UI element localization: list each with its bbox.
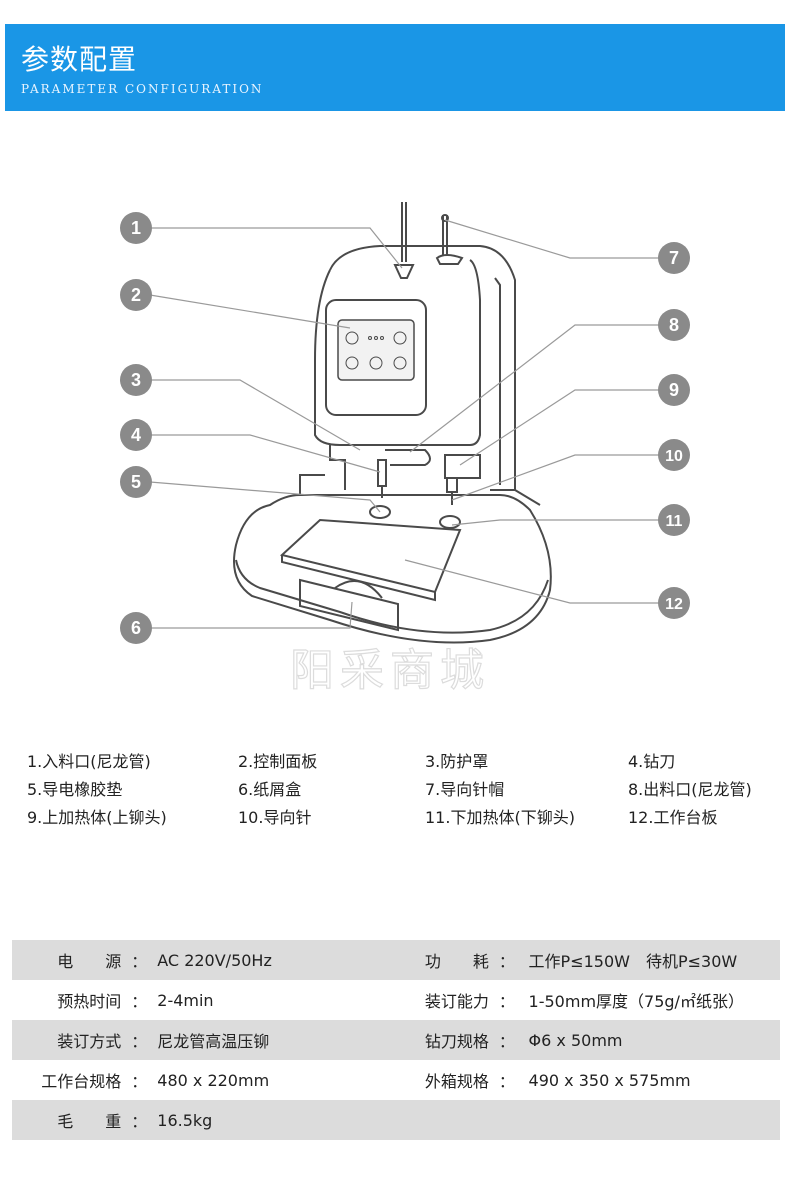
spec-colon: ：: [498, 1072, 515, 1091]
spec-colon: ：: [498, 992, 515, 1011]
spec-label: 毛 重: [12, 1100, 132, 1140]
callout-1: 1: [120, 212, 152, 244]
legend-item: 7.导向针帽: [425, 780, 505, 799]
leader-lines: [149, 219, 660, 629]
callout-5: 5: [120, 466, 152, 498]
spec-row: 预热时间 ： 2-4min 装订能力 ： 1-50mm厚度（75g/㎡纸张）: [12, 980, 780, 1020]
spec-value: 1-50mm厚度（75g/㎡纸张）: [528, 992, 744, 1011]
legend-item: 6.纸屑盒: [238, 780, 302, 799]
svg-text:10: 10: [665, 448, 683, 465]
spec-value: 16.5kg: [147, 1100, 368, 1140]
page-title: 参数配置: [21, 43, 138, 76]
spec-colon: ：: [131, 1072, 148, 1091]
page-subtitle: PARAMETER CONFIGURATION: [21, 82, 264, 96]
spec-row: 毛 重 ： 16.5kg: [12, 1100, 780, 1140]
spec-label: 预热时间: [57, 992, 122, 1011]
legend-item: 5.导电橡胶垫: [27, 780, 123, 799]
legend-item: 1.入料口(尼龙管): [27, 752, 151, 771]
svg-text:8: 8: [669, 315, 679, 335]
spec-colon: ：: [498, 1020, 519, 1060]
callout-2: 2: [120, 279, 152, 311]
spec-value: 2-4min: [157, 990, 214, 1010]
svg-text:11: 11: [666, 513, 683, 530]
spec-row: 电 源 ： AC 220V/50Hz 功 耗 ： 工作P≤150W 待机P≤30…: [12, 940, 780, 980]
legend-row: 5.导电橡胶垫 6.纸屑盒 7.导向针帽 8.出料口(尼龙管): [27, 776, 787, 804]
watermark-text: 阳采商城: [290, 645, 490, 696]
legend-item: 11.下加热体(下铆头): [425, 808, 575, 827]
spec-colon: [498, 1100, 519, 1140]
machine-outline: [233, 202, 552, 644]
spec-value: AC 220V/50Hz: [147, 940, 368, 980]
legend-item: 2.控制面板: [238, 752, 318, 771]
spec-value: 480 x 220mm: [157, 1070, 270, 1090]
spec-label: 外箱规格: [424, 1072, 489, 1091]
callout-3: 3: [120, 364, 152, 396]
legend-item: 8.出料口(尼龙管): [628, 780, 752, 799]
svg-text:9: 9: [669, 380, 679, 400]
svg-text:6: 6: [131, 618, 141, 638]
svg-text:7: 7: [669, 248, 679, 268]
header-banner: 参数配置 PARAMETER CONFIGURATION: [5, 24, 785, 111]
svg-text:12: 12: [665, 596, 683, 613]
svg-text:2: 2: [131, 285, 141, 305]
callout-6: 6: [120, 612, 152, 644]
spec-colon: ：: [131, 1020, 148, 1060]
callout-7: 7: [658, 242, 690, 274]
legend-item: 10.导向针: [238, 808, 312, 827]
spec-colon: ：: [131, 992, 148, 1011]
svg-text:5: 5: [131, 472, 141, 492]
legend-row: 1.入料口(尼龙管) 2.控制面板 3.防护罩 4.钻刀: [27, 748, 787, 776]
svg-text:3: 3: [131, 370, 141, 390]
callout-12: 12: [658, 587, 690, 619]
spec-label: 工作台规格: [41, 1072, 122, 1091]
spec-value: 工作P≤150W 待机P≤30W: [518, 940, 780, 980]
callout-11: 11: [658, 504, 690, 536]
machine-diagram: 阳采商城: [120, 202, 690, 697]
spec-label: 装订能力: [424, 992, 489, 1011]
spec-label: 功 耗: [367, 940, 499, 980]
spec-table: 电 源 ： AC 220V/50Hz 功 耗 ： 工作P≤150W 待机P≤30…: [12, 940, 780, 1140]
svg-text:4: 4: [131, 425, 141, 445]
svg-text:1: 1: [131, 218, 141, 238]
spec-label: 电 源: [12, 940, 132, 980]
spec-row: 装订方式 ： 尼龙管高温压铆 钻刀规格 ： Φ6 x 50mm: [12, 1020, 780, 1060]
callout-9: 9: [658, 374, 690, 406]
legend-item: 9.上加热体(上铆头): [27, 808, 167, 827]
spec-colon: ：: [498, 940, 519, 980]
legend-item: 4.钻刀: [628, 752, 676, 771]
spec-value: [518, 1100, 780, 1140]
spec-colon: ：: [131, 940, 148, 980]
spec-row: 工作台规格 ： 480 x 220mm 外箱规格 ： 490 x 350 x 5…: [12, 1060, 780, 1100]
legend-item: 3.防护罩: [425, 752, 489, 771]
legend-row: 9.上加热体(上铆头) 10.导向针 11.下加热体(下铆头) 12.工作台板: [27, 804, 787, 832]
legend-item: 12.工作台板: [628, 808, 718, 827]
spec-colon: ：: [131, 1100, 148, 1140]
spec-value: 490 x 350 x 575mm: [528, 1070, 691, 1090]
callout-4: 4: [120, 419, 152, 451]
callout-10: 10: [658, 439, 690, 471]
spec-label: [367, 1100, 499, 1140]
spec-label: 钻刀规格: [367, 1020, 499, 1060]
spec-value: Φ6 x 50mm: [518, 1020, 780, 1060]
spec-value: 尼龙管高温压铆: [147, 1020, 368, 1060]
spec-label: 装订方式: [12, 1020, 132, 1060]
parts-legend: 1.入料口(尼龙管) 2.控制面板 3.防护罩 4.钻刀 5.导电橡胶垫 6.纸…: [27, 748, 787, 832]
callout-8: 8: [658, 309, 690, 341]
